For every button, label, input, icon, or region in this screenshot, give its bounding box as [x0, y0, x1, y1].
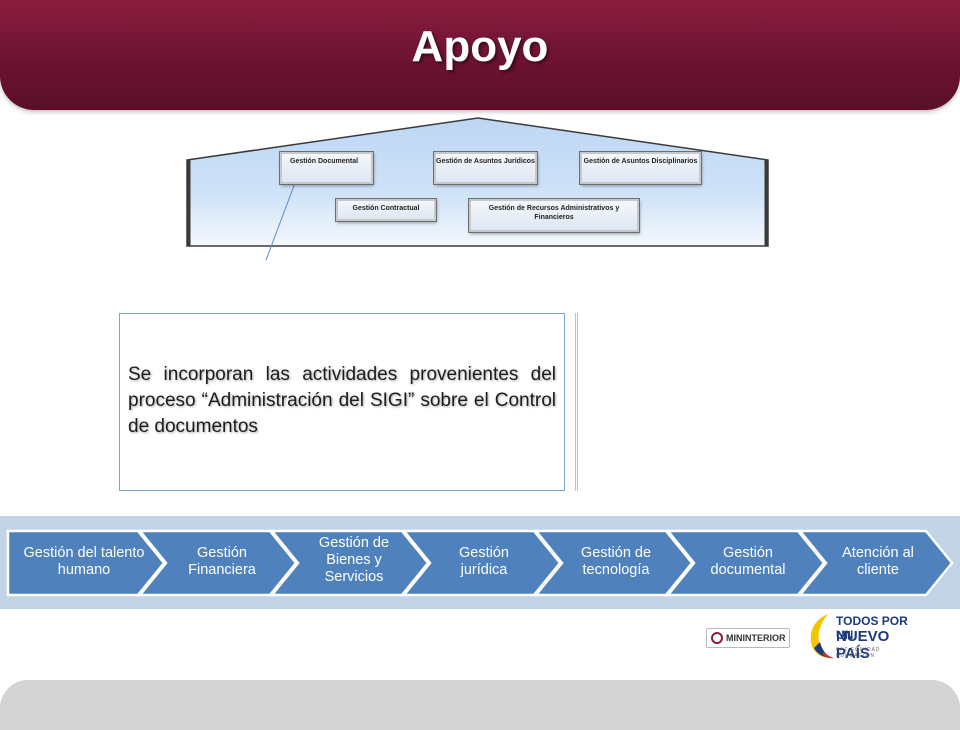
- process-label-bienes-servicios: Gestión de Bienes y Servicios: [318, 535, 390, 585]
- process-label-documental: Gestión documental: [710, 545, 786, 578]
- seal-icon: [711, 632, 723, 644]
- callout-text: Se incorporan las actividades provenient…: [128, 364, 556, 437]
- mininterior-logo-text: MININTERIOR: [726, 633, 786, 643]
- chevron-tecnologia: [533, 529, 694, 597]
- box-gestion-documental: Gestión Documental: [279, 151, 374, 185]
- tpn-line3: PAZ EQUIDAD EDUCACIÓN: [836, 647, 881, 659]
- process-label-financiera: Gestión Financiera: [188, 545, 256, 578]
- chevron-juridica: [401, 529, 562, 597]
- title-bar: Apoyo: [0, 0, 960, 110]
- todos-por-un-nuevo-pais-logo: TODOS POR UN NUEVO PAÍS PAZ EQUIDAD EDUC…: [806, 612, 916, 662]
- callout-box: Se incorporan las actividades provenient…: [119, 313, 565, 491]
- colombia-flag-icon: [810, 614, 834, 659]
- chevron-atencion-cliente: [797, 529, 954, 597]
- callout-edge: [575, 313, 578, 491]
- process-label-atencion-cliente: Atención al cliente: [842, 545, 914, 578]
- connector-line-left: [265, 174, 299, 260]
- chevron-financiera: [137, 529, 298, 597]
- chevron-talento-humano: [6, 529, 166, 597]
- tpn-line1: TODOS POR UN: [836, 614, 908, 642]
- box-gestion-recursos-administrativos: Gestión de Recursos Administrativos y Fi…: [468, 198, 640, 233]
- box-gestion-asuntos-disciplinarios: Gestión de Asuntos Disciplinarios: [579, 151, 702, 185]
- chevron-documental: [665, 529, 826, 597]
- process-label-juridica: Gestión jurídica: [459, 545, 509, 578]
- page-title: Apoyo: [411, 22, 549, 71]
- box-gestion-contractual: Gestión Contractual: [335, 198, 437, 222]
- tpn-line2: NUEVO PAÍS: [836, 628, 890, 662]
- process-label-talento-humano: Gestión del talento humano: [23, 545, 145, 578]
- process-label-tecnologia: Gestión de tecnología: [580, 545, 652, 578]
- box-gestion-asuntos-juridicos: Gestión de Asuntos Jurídicos: [433, 151, 538, 185]
- mininterior-logo: MININTERIOR: [706, 628, 790, 648]
- process-chevrons: [6, 529, 954, 597]
- chevron-bienes-servicios: [269, 529, 430, 597]
- footer-bar: [0, 680, 960, 730]
